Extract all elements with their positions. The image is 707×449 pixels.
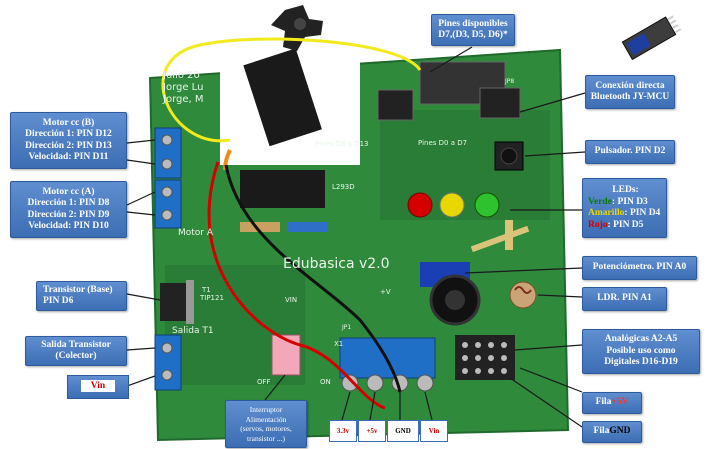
board-transistor-model: TIP121 — [200, 294, 224, 302]
led-yellow-name: Amarillo — [588, 208, 625, 218]
callout-analogicas: Analógicas A2-A5 Posible uso como Digita… — [582, 329, 700, 374]
callout-fila-gnd: Fila GND — [582, 421, 642, 443]
motor-b-vel: Velocidad: PIN D11 — [28, 152, 109, 162]
chip-l293d — [240, 170, 325, 208]
fila-5v-value: +5V — [611, 397, 629, 408]
analogicas-line1: Analógicas A2-A5 — [604, 334, 678, 345]
board-on: ON — [320, 378, 331, 386]
board-vin-label: VIN — [285, 296, 298, 304]
board-jp1: JP1 — [342, 324, 352, 331]
board-x1: X1 — [334, 340, 344, 348]
yellow-wire — [161, 37, 422, 143]
board-title: Edubasica v2.0 — [283, 256, 390, 272]
led-red-name: Rojo — [588, 219, 608, 230]
led-red-pin: : PIN D5 — [607, 219, 644, 230]
pines-line1: Pines disponibles — [438, 18, 508, 29]
label-gnd: GND — [387, 420, 419, 442]
led-green-pin: : PIN D3 — [611, 196, 648, 207]
pulsador-label: Pulsador. PIN D2 — [594, 146, 666, 157]
motor-a-title: Motor cc (A) — [42, 186, 95, 197]
bluetooth-line2: Bluetooth JY-MCU — [590, 92, 670, 102]
fila-5v-prefix: Fila — [595, 397, 612, 408]
potenciometro-label: Potenciómetro. PIN A0 — [592, 262, 687, 273]
bluetooth-line1: Conexión directa — [595, 80, 665, 91]
label-3v3: 3.3v — [329, 420, 357, 442]
callout-fila-5v: Fila +5V — [582, 392, 642, 414]
led-line-yellow: Amarillo: PIN D4 — [588, 208, 660, 220]
led-line-green: Verde: PIN D3 — [588, 197, 648, 209]
led-yellow-pin: : PIN D4 — [624, 208, 661, 218]
pushbutton — [494, 141, 524, 171]
salida-transistor-line1: Salida Transistor — [41, 339, 111, 350]
led-line-red: Rojo: PIN D5 — [588, 220, 643, 232]
salida-transistor-line2: (Colector) — [55, 351, 97, 361]
fila-gnd-prefix: Fila — [593, 426, 610, 437]
board-off: OFF — [257, 378, 271, 386]
callout-pines-disponibles: Pines disponibles D7,(D3, D5, D6)* — [431, 14, 515, 46]
board-motor-a-label: Motor A — [178, 228, 214, 238]
vin-left-label: Vin — [80, 380, 116, 392]
callout-transistor-base: Transistor (Base) PIN D6 — [36, 281, 127, 311]
transistor-tip121 — [160, 283, 188, 321]
led-green-name: Verde — [588, 196, 612, 207]
board-date: Julio 20 Jorge Lu Jorge, M — [163, 70, 204, 106]
interruptor-line4: transistor ...) — [247, 433, 285, 443]
leds-title: LEDs: — [612, 185, 639, 195]
callout-leds: LEDs: Verde: PIN D3 Amarillo: PIN D4 Roj… — [582, 178, 667, 238]
led-green — [474, 192, 500, 218]
callout-motor-b: Motor cc (B) Dirección 1: PIN D12 Direcc… — [10, 112, 127, 169]
callout-vin-left: Vin — [67, 375, 129, 399]
led-red — [407, 192, 433, 218]
callout-ldr: LDR. PIN A1 — [582, 287, 667, 311]
analogicas-line3: Digitales D16-D19 — [604, 357, 678, 368]
interruptor-line3: (servos, motores, — [240, 424, 292, 433]
motor-a-dir1: Dirección 1: PIN D8 — [27, 198, 110, 208]
ldr — [509, 281, 537, 309]
led-yellow — [439, 192, 465, 218]
board-pines-d0: Pines D0 a D7 — [418, 139, 468, 147]
callout-bluetooth: Conexión directa Bluetooth JY-MCU — [585, 75, 675, 109]
board-salida-label: Salida T1 — [172, 326, 214, 336]
board-date-line3: Jorge, M — [163, 94, 204, 105]
callout-potenciometro: Potenciómetro. PIN A0 — [582, 256, 697, 280]
analogicas-line2: Posible uso como — [606, 345, 676, 356]
board-date-line2: Jorge Lu — [163, 82, 204, 93]
power-switch — [271, 334, 301, 376]
red-wire — [207, 161, 386, 410]
board-plus-v: +V — [380, 288, 391, 296]
motor-a-vel: Velocidad: PIN D10 — [28, 221, 109, 231]
motor-b-dir1: Dirección 1: PIN D12 — [25, 129, 112, 139]
motor-b-dir2: Dirección 2: PIN D13 — [25, 140, 112, 151]
board-date-line1: Julio 20 — [163, 70, 200, 81]
label-5v: +5v — [358, 420, 386, 442]
callout-interruptor: Interruptor Alimentación (servos, motore… — [225, 400, 307, 448]
pines-line2: D7,(D3, D5, D6)* — [438, 30, 508, 40]
callout-salida-transistor: Salida Transistor (Colector) — [25, 336, 127, 366]
callout-motor-a: Motor cc (A) Dirección 1: PIN D8 Direcci… — [10, 181, 127, 238]
board-pines-d8: Pines D8 a D13 — [315, 140, 369, 148]
bluetooth-module — [621, 15, 682, 61]
transistor-base-pin: PIN D6 — [43, 296, 74, 306]
black-wire — [224, 164, 402, 393]
board-chip-label: L293D — [332, 183, 355, 191]
board-transistor-label: T1 — [202, 286, 211, 294]
ldr-label: LDR. PIN A1 — [597, 293, 652, 304]
interruptor-line1: Interruptor — [249, 405, 283, 414]
label-vin-bottom: Vin — [420, 420, 448, 442]
callout-pulsador: Pulsador. PIN D2 — [585, 140, 675, 164]
board-jp8: JP8 — [505, 78, 515, 85]
motor-b-title: Motor cc (B) — [42, 117, 95, 128]
interruptor-line2: Alimentación — [245, 414, 287, 424]
motor-a-dir2: Dirección 2: PIN D9 — [27, 209, 110, 220]
transistor-base-title: Transistor (Base) — [43, 284, 113, 295]
fila-gnd-value: GND — [609, 426, 631, 437]
